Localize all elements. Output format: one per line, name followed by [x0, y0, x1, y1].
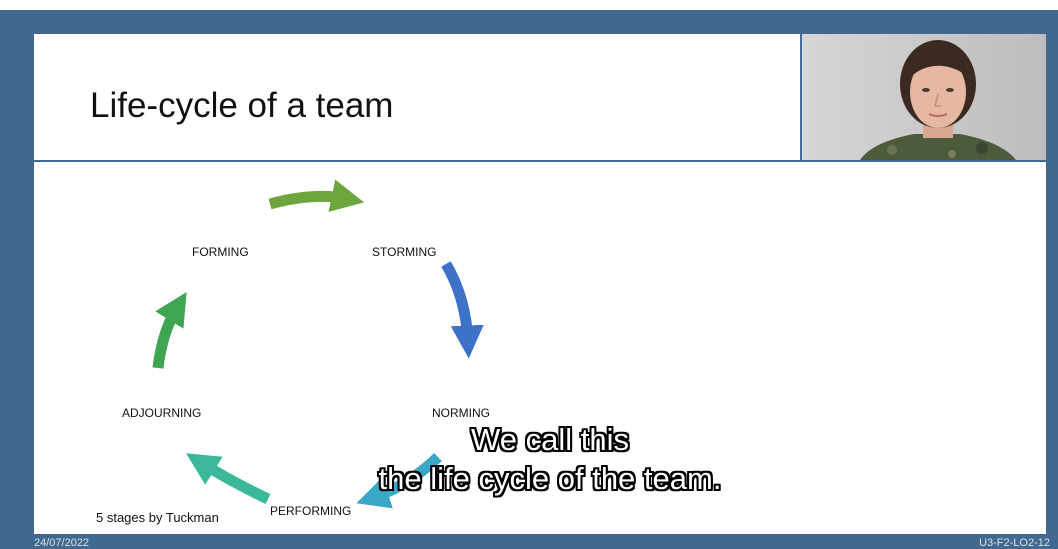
arrow-adjourning-to-forming: [152, 291, 187, 369]
arrow-norming-to-performing: [356, 453, 442, 509]
subtitle-line-1: We call this: [471, 422, 629, 457]
subtitle-line-2: the life cycle of the team.: [378, 461, 722, 496]
stage-label-adjourning: ADJOURNING: [122, 406, 201, 420]
arrow-storming-to-norming: [441, 261, 484, 359]
slide-code: U3-F2-LO2-12: [979, 537, 1050, 549]
video-subtitle: We call this the life cycle of the team.: [300, 420, 800, 498]
team-lifecycle-diagram: FORMING STORMING NORMING PERFORMING ADJO…: [122, 179, 490, 518]
presenter-video-image: [802, 34, 1046, 160]
slide-footnote: 5 stages by Tuckman: [96, 510, 219, 525]
slide-title: Life-cycle of a team: [90, 86, 394, 125]
stage-label-forming: FORMING: [192, 245, 249, 259]
stage-label-performing: PERFORMING: [270, 504, 351, 518]
window-top-strip: [0, 0, 1058, 10]
slide-title-area: Life-cycle of a team: [34, 34, 800, 160]
title-divider: [34, 160, 1046, 162]
slide-date: 24/07/2022: [34, 537, 90, 549]
arrow-forming-to-storming: [268, 179, 365, 212]
presentation-slide: Life-cycle of a team: [34, 34, 1046, 534]
stage-label-storming: STORMING: [372, 245, 436, 259]
presenter-webcam-video: [800, 34, 1046, 160]
arrow-performing-to-adjourning: [186, 453, 271, 504]
stage-label-norming: NORMING: [432, 406, 490, 420]
